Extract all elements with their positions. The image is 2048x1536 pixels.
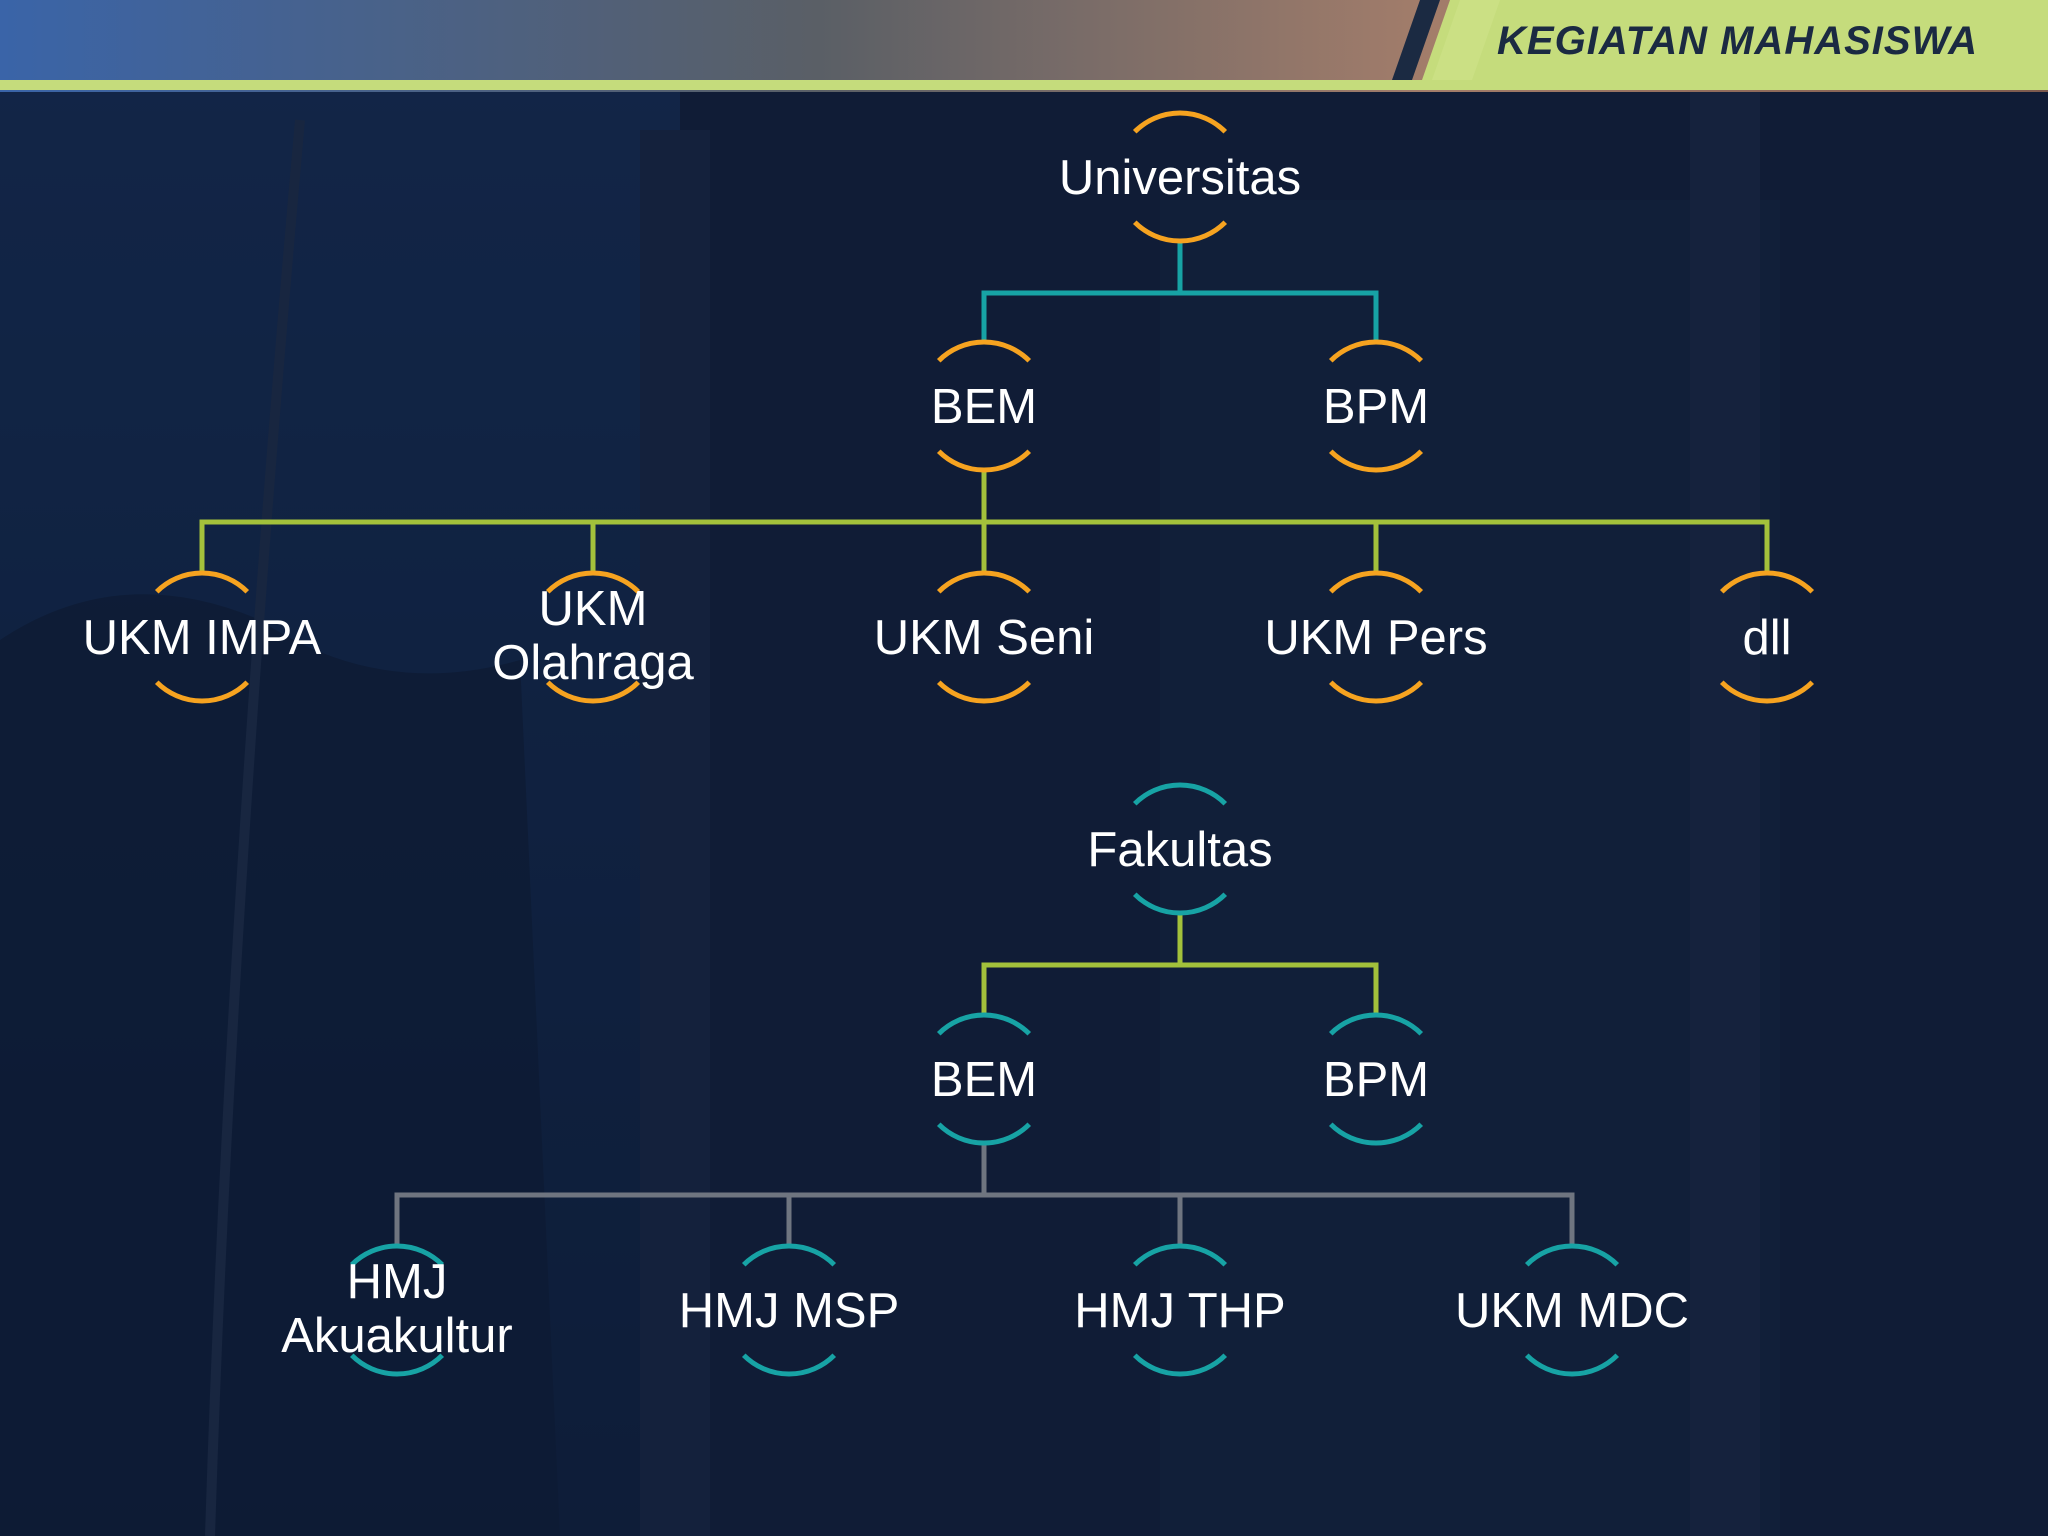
node-arc-top — [1132, 782, 1228, 806]
node-label: UKM IMPA — [83, 611, 322, 665]
org-node: BPM — [1323, 339, 1429, 473]
node-arc-bottom — [1132, 1353, 1228, 1377]
node-arc-bottom — [1328, 449, 1424, 473]
node-arc-top — [936, 1012, 1032, 1036]
title-tab — [1422, 0, 2048, 80]
org-node: BPM — [1323, 1012, 1429, 1146]
node-arc-bottom — [936, 1122, 1032, 1146]
node-arc-bottom — [1719, 680, 1815, 704]
org-node: HMJ MSP — [679, 1243, 900, 1377]
org-node: Fakultas — [1087, 782, 1273, 916]
node-arc-bottom — [1524, 1353, 1620, 1377]
node-label: BPM — [1323, 380, 1429, 434]
connector — [981, 290, 1379, 342]
node-arc-bottom — [1328, 680, 1424, 704]
node-arc-top — [545, 570, 641, 594]
node-arc-top — [1719, 570, 1815, 594]
org-node: HMJ THP — [1074, 1243, 1286, 1377]
org-node: Universitas — [1059, 110, 1301, 244]
org-node: dll — [1719, 570, 1815, 704]
org-node: UKM IMPA — [83, 570, 322, 704]
node-label: UKM Seni — [874, 611, 1095, 665]
node-arc-top — [741, 1243, 837, 1267]
node-label: BEM — [931, 1053, 1037, 1107]
node-arc-top — [1132, 110, 1228, 134]
node-arc-top — [1132, 1243, 1228, 1267]
node-arc-bottom — [1328, 1122, 1424, 1146]
node-label: dll — [1742, 611, 1791, 665]
node-arc-top — [936, 570, 1032, 594]
node-arc-bottom — [936, 680, 1032, 704]
org-node: BEM — [931, 1012, 1037, 1146]
org-node: UKM MDC — [1455, 1243, 1689, 1377]
node-arc-bottom — [936, 449, 1032, 473]
node-arc-bottom — [1132, 220, 1228, 244]
node-arc-top — [936, 339, 1032, 363]
node-arc-bottom — [545, 680, 641, 704]
node-arc-top — [1524, 1243, 1620, 1267]
header-underline — [0, 80, 2048, 90]
node-label: HMJ THP — [1074, 1284, 1285, 1338]
node-label: BPM — [1323, 1053, 1429, 1107]
node-label: BEM — [931, 380, 1037, 434]
header-banner — [0, 0, 2048, 90]
node-arc-bottom — [154, 680, 250, 704]
node-arc-bottom — [1132, 892, 1228, 916]
node-label: UKM Pers — [1264, 611, 1487, 665]
node-arc-top — [1328, 339, 1424, 363]
page-title: KEGIATAN MAHASISWA — [1497, 19, 1978, 63]
node-arc-bottom — [349, 1353, 445, 1377]
node-label: UKM MDC — [1455, 1284, 1689, 1338]
node-arc-top — [1328, 570, 1424, 594]
node-arc-top — [154, 570, 250, 594]
node-arc-top — [1328, 1012, 1424, 1036]
org-node: BEM — [931, 339, 1037, 473]
org-node: UKM Pers — [1264, 570, 1488, 704]
node-arc-bottom — [741, 1353, 837, 1377]
org-node: UKM Seni — [874, 570, 1095, 704]
node-label: Fakultas — [1087, 823, 1272, 877]
connector — [394, 1192, 1575, 1246]
node-label: HMJ MSP — [679, 1284, 900, 1338]
banner-stripe — [1392, 0, 1440, 80]
node-label: Universitas — [1059, 151, 1301, 205]
node-arc-top — [349, 1243, 445, 1267]
connector — [981, 962, 1379, 1015]
